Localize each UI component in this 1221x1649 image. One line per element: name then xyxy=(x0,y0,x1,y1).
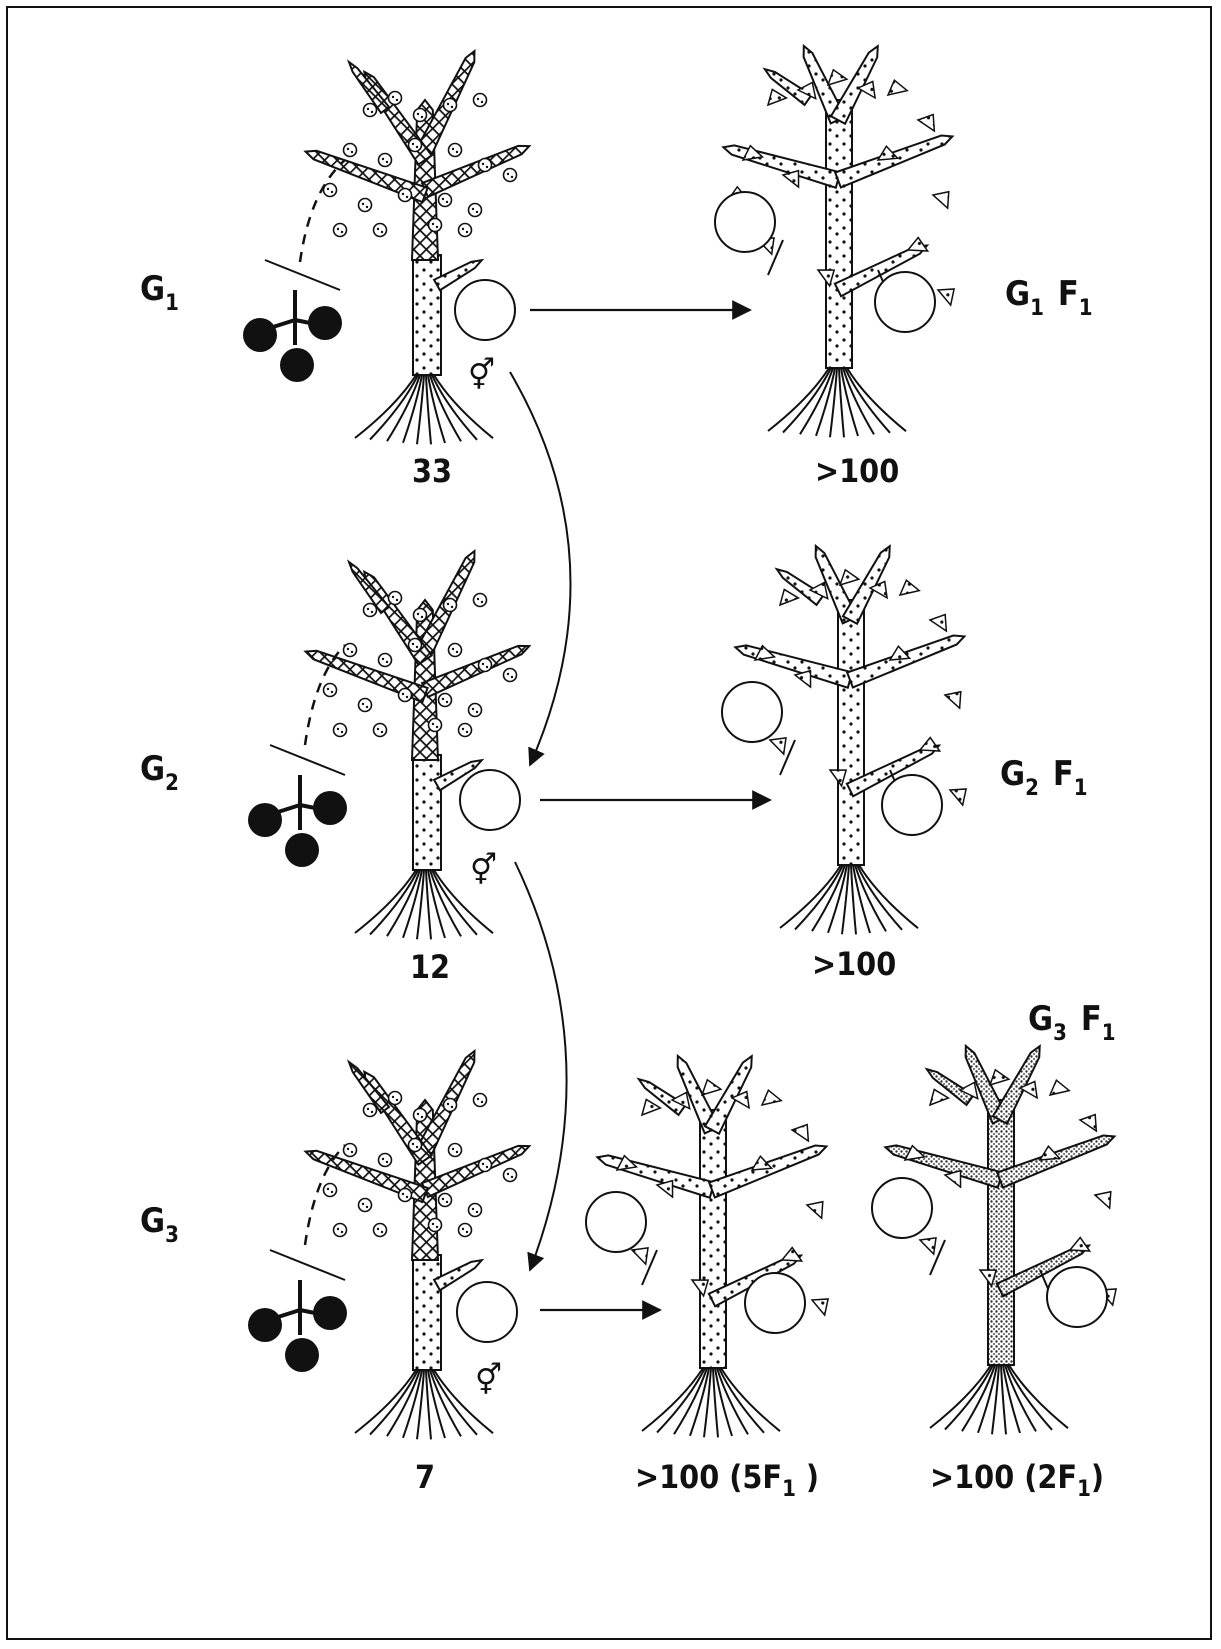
offspring-tree-g3f1-b xyxy=(871,1043,1118,1435)
pollen-circle xyxy=(454,279,516,341)
berry-cluster-g2 xyxy=(248,644,347,867)
arrow-g2-to-g3 xyxy=(514,861,568,1272)
berry-cluster-g1 xyxy=(243,159,346,382)
parent-count-g1: 33 xyxy=(412,452,452,490)
fruit xyxy=(585,1191,647,1253)
generation-label-g1: G1 xyxy=(140,269,179,316)
pollen-circle xyxy=(456,1281,518,1343)
fruit xyxy=(881,774,943,836)
fruit xyxy=(744,1272,806,1334)
fruit xyxy=(714,191,776,253)
hybrid-symbol-icon: ⚥ xyxy=(468,357,495,393)
arrow-g1-to-g2 xyxy=(509,371,572,767)
offspring-count-g2: >100 xyxy=(812,945,896,983)
parent-count-g2: 12 xyxy=(410,948,450,986)
generation-label-g2: G2 xyxy=(140,749,179,796)
berry-cluster-g3 xyxy=(248,1144,347,1372)
hybrid-symbol-icon: ⚥ xyxy=(470,852,497,888)
parent-tree-g2 xyxy=(303,548,532,940)
fruit xyxy=(871,1177,933,1239)
pollen-circle xyxy=(459,769,521,831)
offspring-count-g3-a: >100 (5F1 ) xyxy=(635,1458,819,1502)
fruit xyxy=(721,681,783,743)
offspring-count-g1: >100 xyxy=(815,452,899,490)
svg-text:G3: G3 xyxy=(140,1201,179,1248)
fruit xyxy=(874,271,936,333)
fruit xyxy=(1046,1266,1108,1328)
figure-frame xyxy=(6,6,1212,1640)
svg-text:G2: G2 xyxy=(140,749,179,796)
generation-label-g3: G3 xyxy=(140,1201,179,1248)
offspring-tree-g1f1 xyxy=(714,43,956,438)
parent-tree-g1 xyxy=(303,48,532,445)
parent-count-g3: 7 xyxy=(415,1458,435,1496)
offspring-tree-g2f1 xyxy=(721,543,968,935)
offspring-tree-g3f1-a xyxy=(585,1053,830,1438)
offspring-count-g3-b: >100 (2F1) xyxy=(930,1458,1104,1502)
svg-text:G1: G1 xyxy=(140,269,179,316)
parent-tree-g3 xyxy=(303,1048,532,1440)
hybrid-symbol-icon: ⚥ xyxy=(475,1362,502,1398)
